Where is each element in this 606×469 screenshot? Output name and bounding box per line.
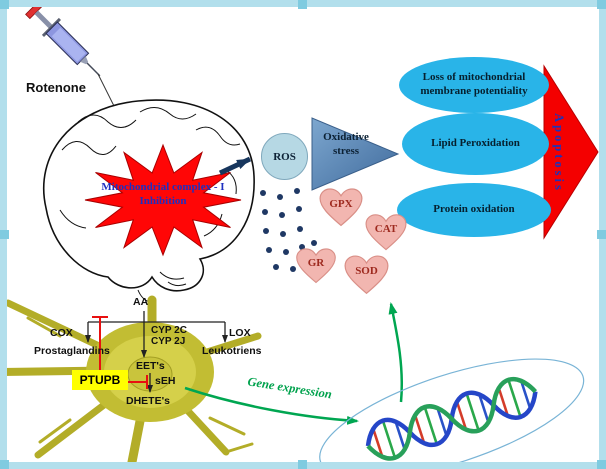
frame-handle bbox=[298, 0, 307, 9]
dhetes-label: DHETE's bbox=[126, 395, 170, 407]
mitochondrial-starburst bbox=[84, 143, 242, 257]
gpx-label: GPX bbox=[329, 198, 353, 211]
rotenone-label: Rotenone bbox=[26, 80, 86, 95]
cat-label: CAT bbox=[374, 223, 398, 236]
ptupb-label: PTUPB bbox=[79, 373, 121, 387]
gr-label: GR bbox=[307, 256, 325, 269]
ros-circle: ROS bbox=[261, 133, 308, 180]
frame-handle bbox=[298, 460, 307, 469]
eets-label: EET's bbox=[136, 360, 165, 372]
enzyme-heart-gpx: GPX bbox=[317, 186, 365, 229]
brain-to-ros-arrow bbox=[218, 156, 252, 176]
ptupb-box: PTUPB bbox=[72, 370, 128, 390]
heart-icon bbox=[344, 255, 389, 295]
outcome-lipid-label: Lipid Peroxidation bbox=[431, 137, 520, 150]
ros-label: ROS bbox=[273, 150, 296, 163]
frame-handle bbox=[597, 460, 606, 469]
outcome-membrane-label: Loss of mitochondrial membrane potential… bbox=[420, 71, 528, 97]
outcome-protein-label: Protein oxidation bbox=[433, 203, 515, 216]
sod-label: SOD bbox=[355, 265, 378, 278]
syringe-icon bbox=[25, 1, 101, 77]
frame-handle bbox=[0, 0, 9, 9]
dna-orbit-ellipse bbox=[319, 358, 585, 469]
oxidative-stress-triangle bbox=[311, 117, 400, 191]
sod-feedback-arrow bbox=[388, 302, 404, 403]
apoptosis-label: Apoptosis bbox=[552, 113, 566, 193]
gene-expression-arrow bbox=[184, 386, 359, 425]
cyp2c-label: CYP 2C bbox=[151, 325, 187, 336]
dna-helix-illustration bbox=[319, 358, 585, 469]
frame-handle bbox=[0, 460, 9, 469]
cyp2j-label: CYP 2J bbox=[151, 336, 186, 347]
heart-icon bbox=[296, 248, 336, 284]
inhibition-lines bbox=[92, 316, 148, 389]
outcome-ellipse-protein: Protein oxidation bbox=[397, 183, 551, 237]
starburst-label-line2: Inhibition bbox=[139, 195, 187, 208]
lox-label: LOX bbox=[229, 327, 251, 339]
leukotriens-label: Leukotriens bbox=[202, 345, 262, 357]
aa-label: AA bbox=[133, 296, 149, 308]
starburst-label: Mitochondrial complex - I Inhibition bbox=[84, 180, 242, 209]
enzyme-heart-cat: CAT bbox=[363, 212, 409, 253]
prostaglandins-label: Prostaglandins bbox=[34, 345, 110, 357]
cox-label: COX bbox=[50, 327, 73, 339]
heart-icon bbox=[365, 214, 407, 251]
frame-handle bbox=[597, 230, 606, 239]
oxidative-stress-label: Oxidative stress bbox=[323, 131, 369, 158]
frame-handle bbox=[0, 230, 9, 239]
frame-handle bbox=[597, 0, 606, 9]
seh-label: sEH bbox=[155, 375, 176, 387]
enzyme-heart-sod: SOD bbox=[342, 253, 391, 297]
enzyme-heart-gr: GR bbox=[294, 246, 338, 286]
starburst-label-line1: Mitochondrial complex - I bbox=[101, 181, 225, 193]
ros-dots bbox=[260, 188, 317, 272]
outcome-ellipse-lipid: Lipid Peroxidation bbox=[402, 113, 549, 175]
outcome-ellipse-membrane: Loss of mitochondrial membrane potential… bbox=[399, 57, 549, 113]
pathway-lines bbox=[85, 311, 228, 393]
starburst-shape bbox=[84, 143, 242, 257]
heart-icon bbox=[319, 188, 363, 227]
